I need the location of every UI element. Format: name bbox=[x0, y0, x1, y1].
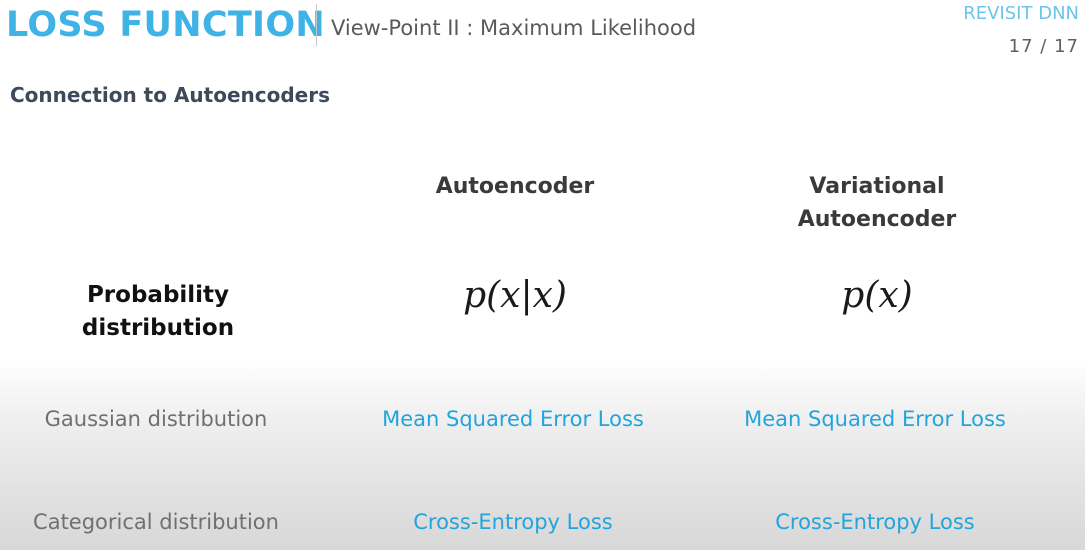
column-header-autoencoder: Autoencoder bbox=[365, 170, 665, 203]
row-header-categorical: Categorical distribution bbox=[33, 510, 279, 534]
revisit-link[interactable]: REVISIT DNN bbox=[963, 3, 1079, 24]
slide-title: LOSS FUNCTION bbox=[6, 5, 325, 45]
column-header-autoencoder-label: Autoencoder bbox=[435, 174, 595, 199]
page-counter: 17 / 17 bbox=[1008, 36, 1079, 57]
column-header-vae-line2: Autoencoder bbox=[797, 207, 957, 232]
gaussian-loss-vae: Mean Squared Error Loss bbox=[744, 407, 1006, 431]
row-header-gaussian: Gaussian distribution bbox=[44, 407, 268, 431]
row-header-probability-line2: distribution bbox=[81, 315, 235, 341]
section-heading: Connection to Autoencoders bbox=[10, 83, 330, 107]
slide-subtitle: View-Point II : Maximum Likelihood bbox=[331, 16, 697, 40]
row-header-probability-line1: Probability bbox=[86, 282, 230, 308]
categorical-loss-vae: Cross-Entropy Loss bbox=[775, 510, 975, 534]
header-divider bbox=[316, 4, 317, 46]
formula-vae: p(x) bbox=[841, 275, 913, 316]
column-header-vae: Variational Autoencoder bbox=[727, 170, 1027, 236]
gaussian-loss-autoencoder: Mean Squared Error Loss bbox=[382, 407, 644, 431]
categorical-loss-autoencoder: Cross-Entropy Loss bbox=[413, 510, 613, 534]
formula-autoencoder: p(x|x) bbox=[463, 275, 567, 316]
row-header-probability: Probability distribution bbox=[8, 279, 308, 345]
column-header-vae-line1: Variational bbox=[809, 174, 945, 199]
